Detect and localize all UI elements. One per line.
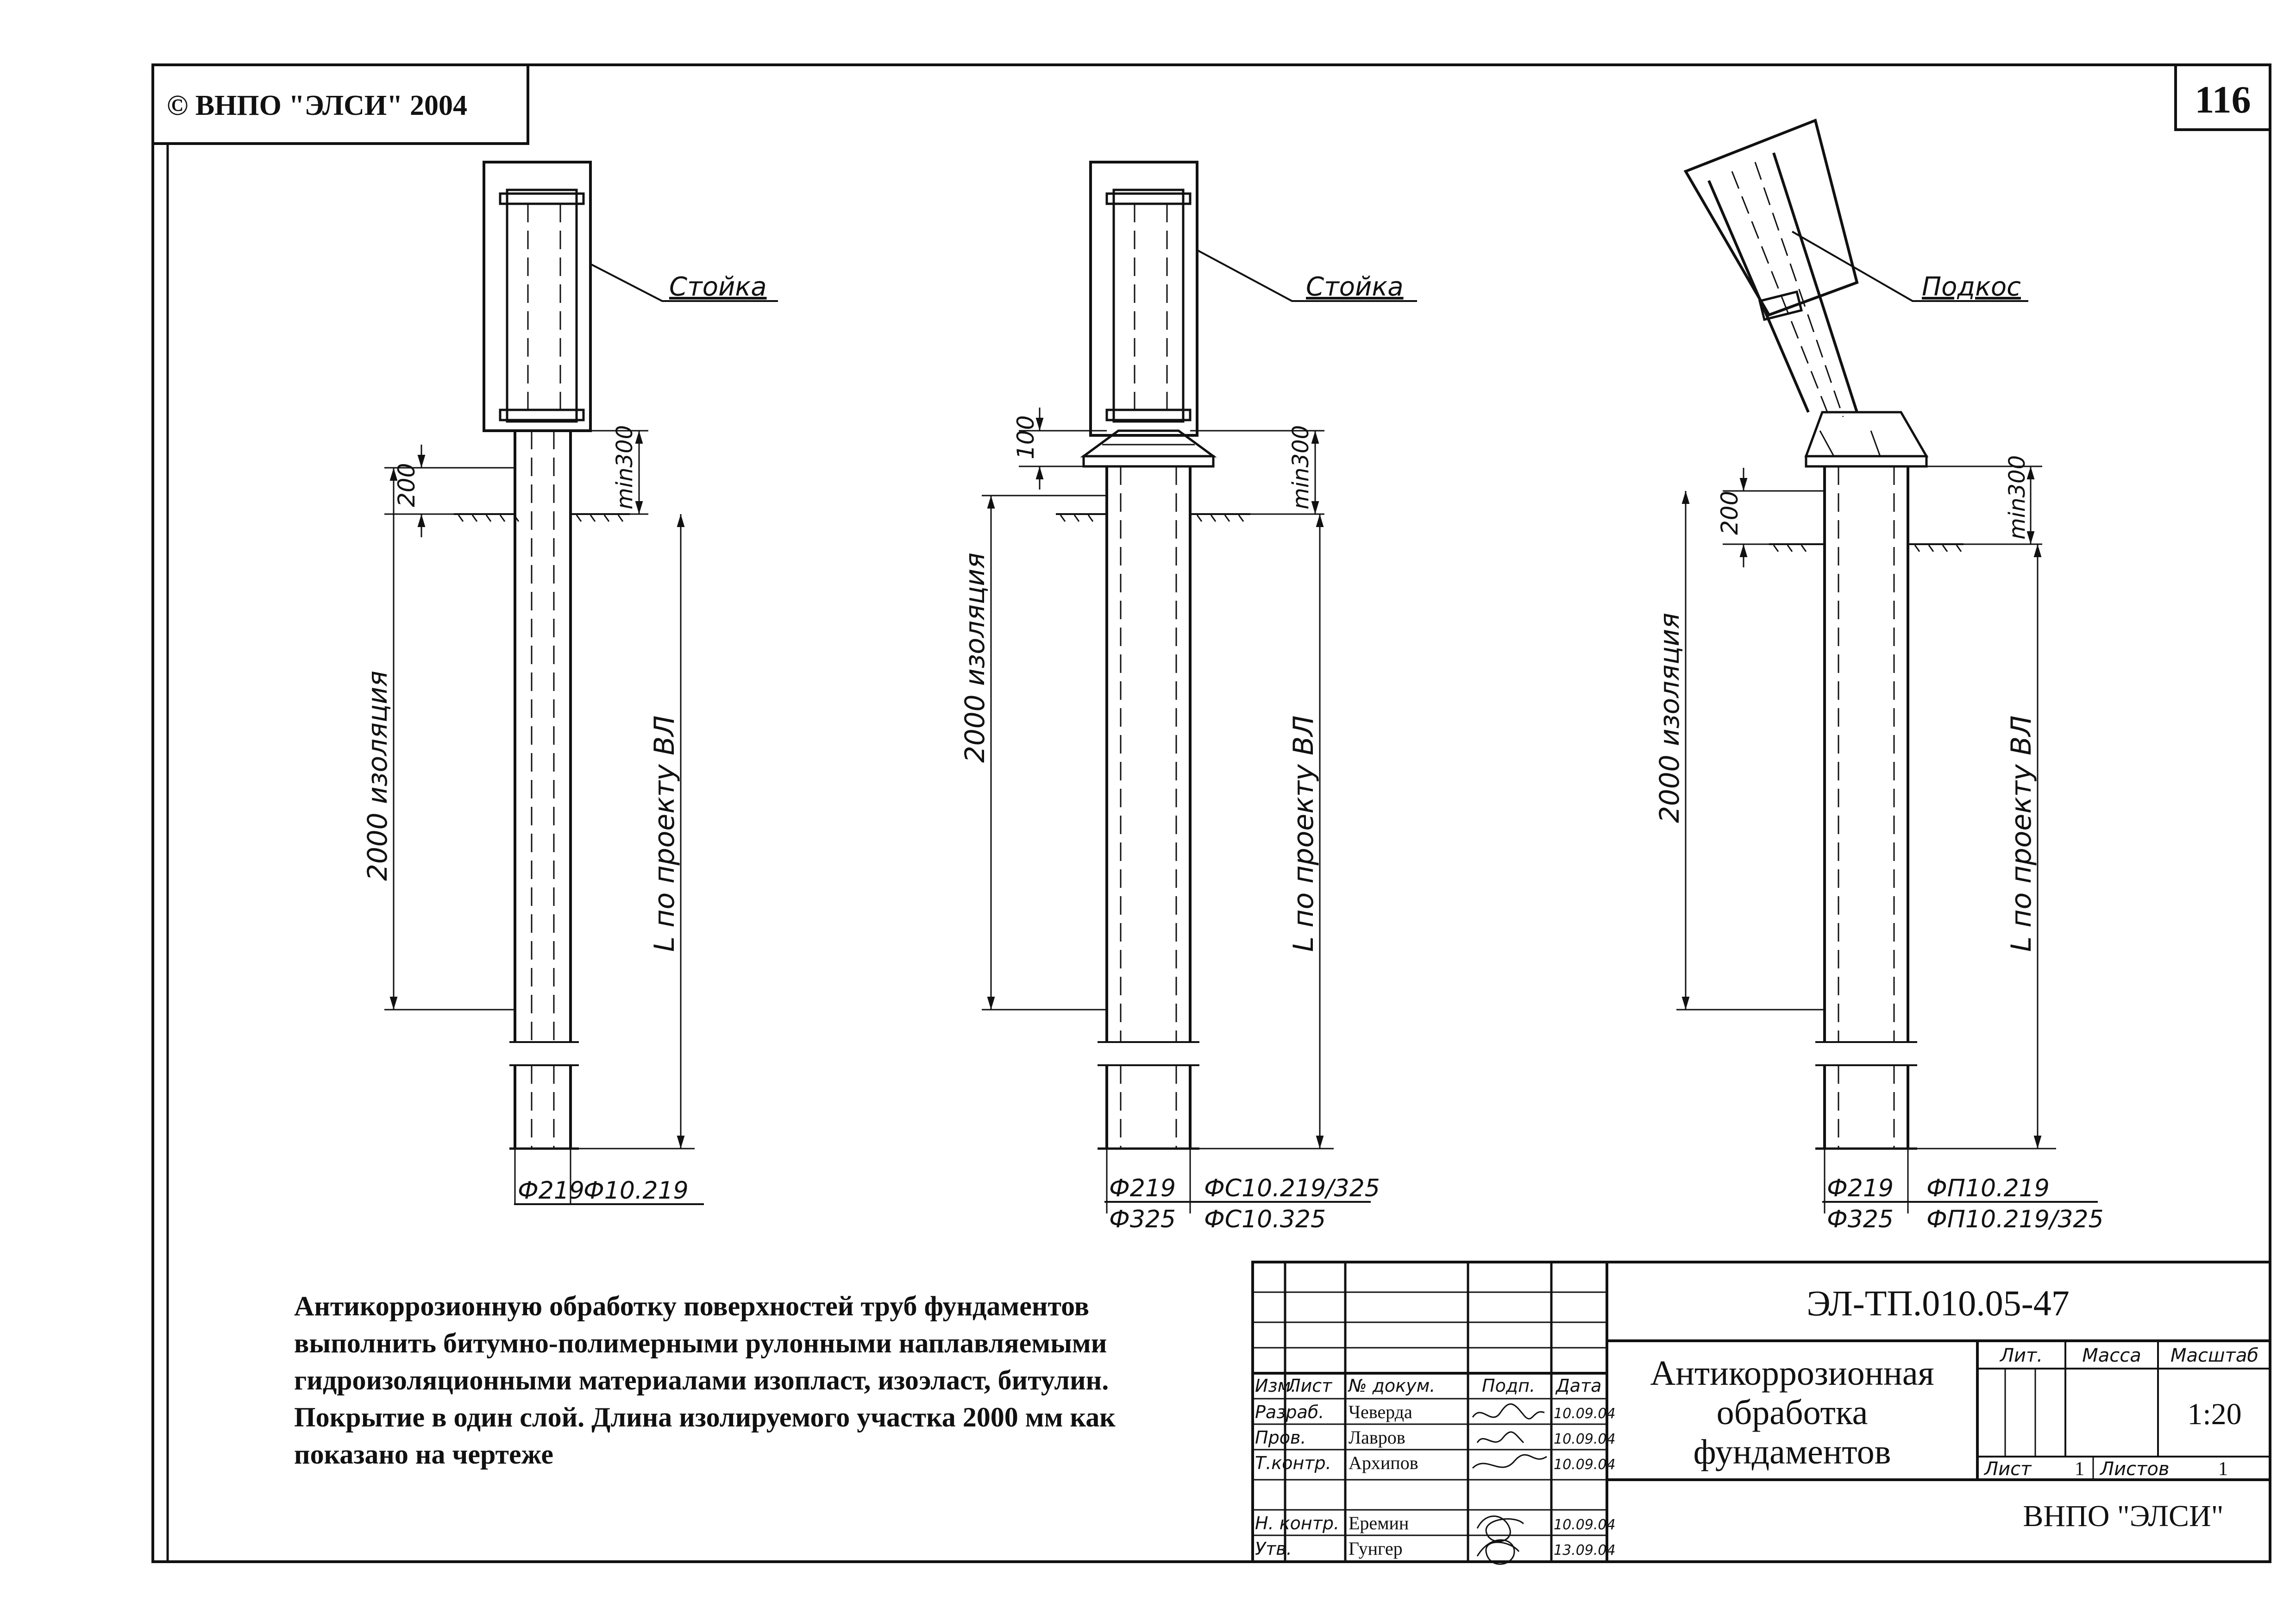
col-header-docnum: № докум.: [1348, 1376, 1435, 1396]
name-tkontr: Архипов: [1349, 1452, 1418, 1473]
date-tkontr: 10.09.04: [1554, 1457, 1616, 1473]
date-utv: 13.09.04: [1554, 1542, 1616, 1558]
title-block: [1251, 1261, 2271, 1563]
date-razrab: 10.09.04: [1554, 1406, 1616, 1422]
signature-marks: [1472, 1403, 1547, 1565]
role-prov: Пров.: [1255, 1427, 1306, 1448]
page-number-box: 116: [2174, 63, 2271, 131]
organization: ВНПО "ЭЛСИ": [2023, 1499, 2223, 1533]
fig1-dim-top: 200: [393, 463, 420, 507]
fig1-diameter-1: Ф219: [518, 1177, 584, 1205]
title-line-2: обработка: [1717, 1393, 1868, 1432]
fig3-dim-min: min300: [2004, 455, 2030, 540]
title-block-text: ЭЛ-ТП.010.05-47 Антикоррозионная обработ…: [1255, 1283, 2258, 1565]
sheet-value: 1: [2075, 1458, 2084, 1480]
fig2-dim-length: L по проекту ВЛ: [1287, 716, 1320, 952]
figure-3-labels: Подкос 200 2000 изоляция min300 L по про…: [1654, 272, 2104, 1233]
role-utv: Утв.: [1255, 1539, 1292, 1559]
title-line-1: Антикоррозионная: [1650, 1354, 1934, 1393]
fig2-dim-insulation: 2000 изоляция: [959, 553, 991, 763]
col-header-izm: Изм.: [1255, 1376, 1296, 1396]
page-number: 116: [2195, 78, 2251, 121]
role-tkontr: Т.контр.: [1255, 1453, 1331, 1473]
fig3-dim-top: 200: [1716, 491, 1743, 535]
lit-label: Лит.: [1999, 1345, 2043, 1366]
scale-label: Масштаб: [2171, 1345, 2258, 1366]
fig2-leader-label: Стойка: [1306, 272, 1404, 302]
col-header-date: Дата: [1555, 1376, 1601, 1396]
doc-code: ЭЛ-ТП.010.05-47: [1807, 1283, 2069, 1323]
fig3-mark-1: ФП10.219: [1926, 1175, 2050, 1202]
sheets-label: Листов: [2099, 1458, 2169, 1480]
note-line-5: показано на чертеже: [294, 1439, 553, 1470]
note-line-3: гидроизоляционными материалами изопласт,…: [294, 1365, 1109, 1395]
figure-pipe-3: [1676, 118, 2098, 1213]
note-line-2: выполнить битумно-полимерными рулонными …: [294, 1328, 1107, 1358]
mass-label: Масса: [2082, 1345, 2141, 1366]
fig2-diameter-2: Ф325: [1109, 1206, 1176, 1233]
name-nkontr: Еремин: [1349, 1513, 1409, 1533]
figure-pipe-1: [384, 161, 778, 1205]
sheet-label: Лист: [1983, 1458, 2032, 1480]
note-text: Антикоррозионную обработку поверхностей …: [294, 1291, 1116, 1470]
fig2-mark-2: ФС10.325: [1204, 1206, 1326, 1233]
fig1-mark-1: Ф10.219: [583, 1177, 689, 1205]
fig2-dim-top: 100: [1012, 415, 1039, 459]
fig2-mark-1: ФС10.219/325: [1204, 1175, 1380, 1202]
note-line-1: Антикоррозионную обработку поверхностей …: [294, 1291, 1089, 1321]
date-nkontr: 10.09.04: [1554, 1517, 1616, 1533]
col-header-list: Лист: [1286, 1376, 1333, 1396]
figure-1-labels: Стойка 200 2000 изоляция min300 L по про…: [362, 272, 767, 1205]
fig3-dim-insulation: 2000 изоляция: [1654, 613, 1685, 823]
copyright-box: © ВНПО "ЭЛСИ" 2004: [151, 63, 529, 145]
name-razrab: Чеверда: [1349, 1401, 1412, 1422]
title-line-3: фундаментов: [1693, 1433, 1891, 1471]
figure-pipe-2: [982, 161, 1417, 1213]
col-header-sign: Подп.: [1482, 1376, 1535, 1396]
fig1-leader-label: Стойка: [669, 272, 767, 302]
sheets-value: 1: [2218, 1458, 2228, 1480]
fig1-dim-min: min300: [612, 425, 638, 509]
fig1-dim-length: L по проекту ВЛ: [648, 716, 681, 952]
fig3-diameter-2: Ф325: [1827, 1206, 1894, 1233]
copyright-text: © ВНПО "ЭЛСИ" 2004: [167, 90, 467, 121]
role-nkontr: Н. контр.: [1255, 1513, 1339, 1533]
date-prov: 10.09.04: [1554, 1431, 1616, 1447]
name-prov: Лавров: [1349, 1427, 1405, 1448]
fig3-mark-2: ФП10.219/325: [1926, 1206, 2104, 1233]
sheet-frame: [151, 63, 2271, 1563]
fig3-leader-label: Подкос: [1922, 272, 2021, 302]
fig3-diameter-1: Ф219: [1827, 1175, 1894, 1202]
note-line-4: Покрытие в один слой. Длина изолируемого…: [294, 1402, 1116, 1433]
name-utv: Гунгер: [1349, 1538, 1403, 1559]
role-razrab: Разраб.: [1255, 1402, 1324, 1422]
fig2-dim-min: min300: [1288, 425, 1314, 509]
fig3-dim-length: L по проекту ВЛ: [2005, 716, 2038, 952]
fig2-diameter-1: Ф219: [1109, 1175, 1176, 1202]
figure-2-labels: Стойка 100 2000 изоляция min300 L по про…: [959, 272, 1404, 1233]
fig1-dim-insulation: 2000 изоляция: [362, 671, 393, 881]
scale-value: 1:20: [2187, 1397, 2241, 1431]
